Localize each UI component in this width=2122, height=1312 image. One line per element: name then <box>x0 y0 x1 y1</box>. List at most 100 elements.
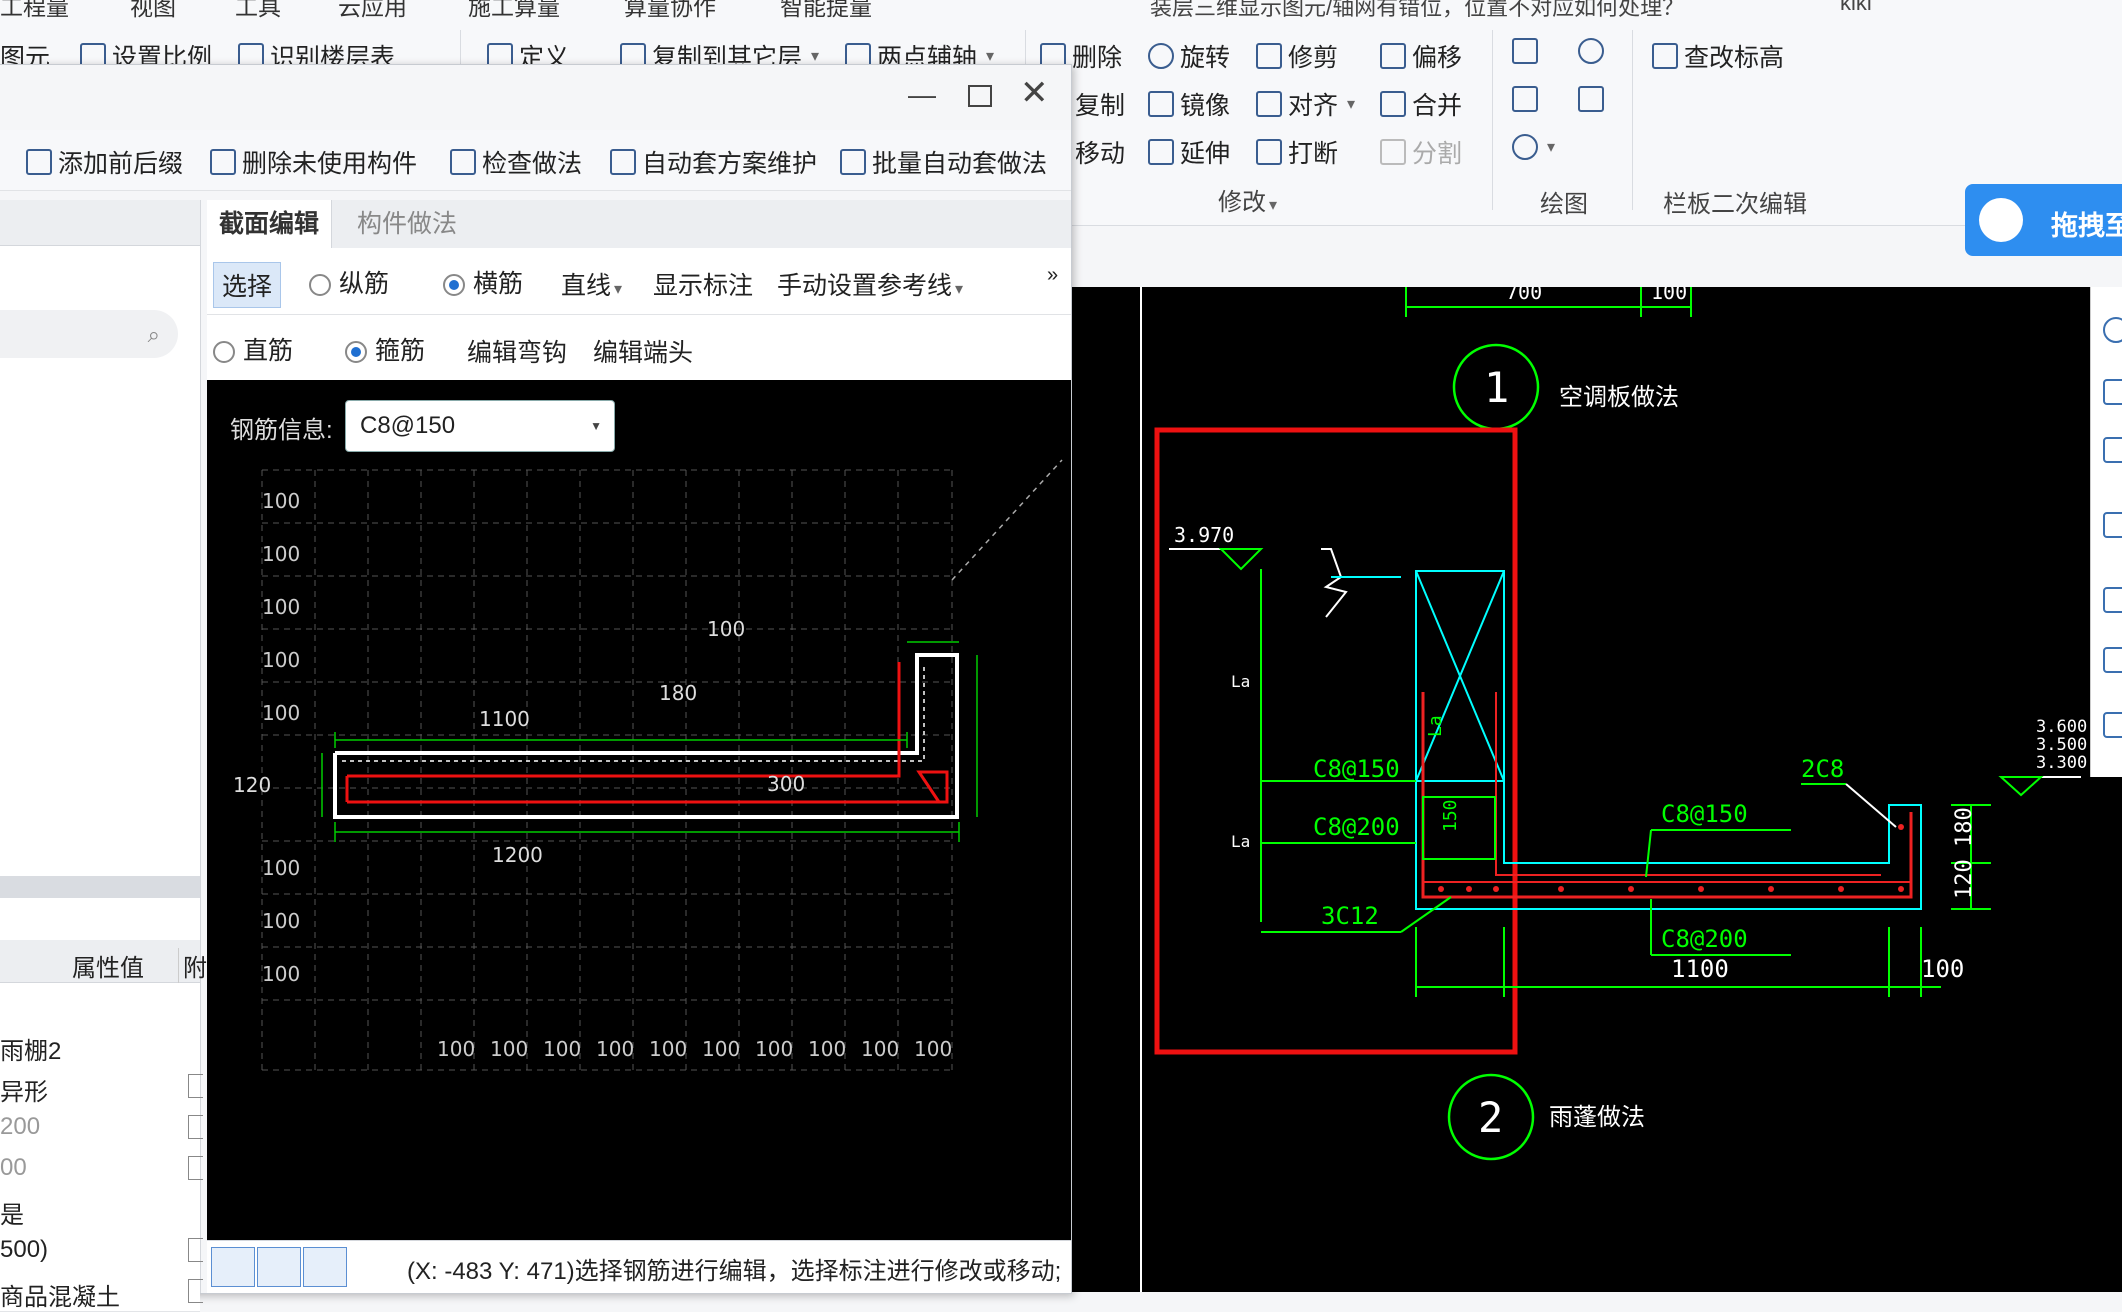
edit-elevation-button[interactable]: 查改标高 <box>1652 38 1784 74</box>
prop-row[interactable] <box>0 983 200 1025</box>
break-icon <box>1256 139 1282 165</box>
prop-checkbox[interactable] <box>188 1279 203 1303</box>
section-grid <box>261 469 953 1071</box>
prop-checkbox[interactable] <box>188 1156 203 1180</box>
auto-plan-button[interactable]: 自动套方案维护 <box>610 144 817 180</box>
move-button[interactable]: 移动 <box>1075 140 1126 168</box>
check-method-button[interactable]: 检查做法 <box>450 144 582 180</box>
svg-text:100: 100 <box>649 1037 687 1061</box>
section-icon[interactable] <box>2103 647 2122 673</box>
component-search-input[interactable]: ⌕ <box>0 310 178 358</box>
tab-component-method[interactable]: 构件做法 <box>357 210 458 238</box>
mirror-icon <box>1148 91 1174 117</box>
split-button[interactable]: 分割 <box>1380 134 1462 170</box>
3d-view-icon[interactable] <box>2103 379 2122 405</box>
mirror-button[interactable]: 镜像 <box>1148 86 1230 122</box>
maximize-button[interactable] <box>968 85 992 107</box>
svg-text:100: 100 <box>262 909 300 933</box>
copy-button[interactable]: 复制 <box>1075 92 1126 120</box>
stirrup-rebar <box>347 662 901 778</box>
menu-construction[interactable]: 施工算量 <box>468 0 560 20</box>
modify-group-label[interactable]: 修改 <box>1218 182 1277 217</box>
status-message: (X: -483 Y: 471)选择钢筋进行编辑，选择标注进行修改或移动; <box>407 1258 1062 1285</box>
prop-row[interactable]: 200 <box>0 1106 203 1148</box>
polar-snap-icon[interactable] <box>257 1247 301 1287</box>
trim-button[interactable]: 修剪 <box>1256 38 1338 74</box>
leader-line <box>951 459 1063 581</box>
elev-3970: 3.970 <box>1174 523 1234 547</box>
perpendicular-snap-icon[interactable] <box>303 1247 347 1287</box>
drag-to-button[interactable]: 拖拽至 <box>1965 184 2122 256</box>
prop-row[interactable]: 异形 <box>0 1065 203 1107</box>
add-point-icon[interactable] <box>349 1247 393 1287</box>
edit-hook-button[interactable]: 编辑弯钩 <box>467 339 568 367</box>
prop-checkbox[interactable] <box>188 1074 203 1098</box>
minimize-button[interactable]: — <box>908 79 936 110</box>
menu-quantities[interactable]: 工程量 <box>0 0 69 20</box>
straight-rebar-radio[interactable]: 直筋 <box>213 331 293 367</box>
extend-icon <box>1148 139 1174 165</box>
select-button[interactable]: 选择 <box>213 262 282 308</box>
add-prefix-button[interactable]: 添加前后缀 <box>26 144 183 180</box>
line-draw-button[interactable] <box>1512 86 1538 112</box>
menu-tools[interactable]: 工具 <box>235 0 281 20</box>
show-mark-button[interactable]: 显示标注 <box>653 272 754 300</box>
orbit-icon[interactable] <box>2103 317 2122 343</box>
slab-outline <box>1415 781 1922 910</box>
cube-solid-icon[interactable] <box>2103 512 2122 538</box>
list-icon[interactable] <box>2103 712 2122 738</box>
edit-end-button[interactable]: 编辑端头 <box>593 339 694 367</box>
menu-collab[interactable]: 算量协作 <box>624 0 716 20</box>
batch-auto-button[interactable]: 批量自动套做法 <box>840 144 1047 180</box>
prop-checkbox[interactable] <box>188 1115 203 1139</box>
set-ref-line-button[interactable]: 手动设置参考线 <box>777 266 963 302</box>
pane-splitter[interactable] <box>0 876 200 898</box>
dropdown-arrow-icon: ▼ <box>590 419 602 433</box>
prop-row[interactable]: 是 <box>0 1188 200 1230</box>
ortho-snap-icon[interactable] <box>211 1247 255 1287</box>
stirrup-radio[interactable]: 箍筋 <box>345 331 425 367</box>
merge-icon <box>1380 91 1406 117</box>
rotate-button[interactable]: 旋转 <box>1148 38 1230 74</box>
offset-button[interactable]: 偏移 <box>1380 38 1462 74</box>
transverse-radio[interactable]: 横筋 <box>443 264 523 300</box>
menu-cloud[interactable]: 云应用 <box>338 0 407 20</box>
rotate-icon <box>1148 43 1174 69</box>
extend-button[interactable]: 延伸 <box>1148 134 1230 170</box>
prop-row[interactable]: 商品混凝土 <box>0 1270 203 1312</box>
break-button[interactable]: 打断 <box>1256 134 1338 170</box>
point-draw-button[interactable] <box>1512 38 1538 64</box>
close-button[interactable]: ✕ <box>1020 74 1049 112</box>
cube-icon[interactable] <box>2103 437 2122 463</box>
line-type-dropdown[interactable]: 直线 <box>561 266 622 302</box>
anchor-box <box>1422 796 1496 860</box>
menu-smart[interactable]: 智能提量 <box>780 0 872 20</box>
list-header <box>0 200 200 246</box>
menu-view[interactable]: 视图 <box>130 0 176 20</box>
prop-checkbox[interactable] <box>188 1238 203 1262</box>
delete-unused-button[interactable]: 删除未使用构件 <box>210 144 417 180</box>
search-hint[interactable]: 装层三维显示图元/轴网有错位，位置不对应如何处理？ <box>1150 0 1685 20</box>
cad-top-dim-700: 700 <box>1506 287 1542 304</box>
prop-row[interactable]: 雨棚2 <box>0 1024 200 1066</box>
frame-icon[interactable] <box>2103 587 2122 613</box>
rebar-info-dropdown[interactable]: C8@150 ▼ <box>345 400 615 452</box>
longitudinal-radio[interactable]: 纵筋 <box>309 264 389 300</box>
prop-row[interactable]: 500) <box>0 1229 203 1271</box>
more-button[interactable]: » <box>1047 264 1059 286</box>
dim-180: 180 <box>1952 807 1977 847</box>
align-button[interactable]: 对齐 <box>1256 86 1355 122</box>
dim-height-300: 300 <box>767 772 805 796</box>
svg-text:100: 100 <box>490 1037 528 1061</box>
merge-button[interactable]: 合并 <box>1380 86 1462 122</box>
user-name[interactable]: kiki <box>1840 0 1872 15</box>
arc-draw-button[interactable] <box>1512 134 1555 160</box>
rect-draw-button[interactable] <box>1578 86 1604 112</box>
cad-canvas[interactable]: 700 100 1 空调板做法 3.970 La La <box>1071 287 2122 1292</box>
prop-row[interactable]: 00 <box>0 1147 203 1189</box>
circle-draw-button[interactable] <box>1578 38 1604 64</box>
tab-section-edit[interactable]: 截面编辑 <box>207 200 333 248</box>
rebar-mode-row: 选择 纵筋 横筋 直线 显示标注 手动设置参考线 » <box>207 248 1071 315</box>
